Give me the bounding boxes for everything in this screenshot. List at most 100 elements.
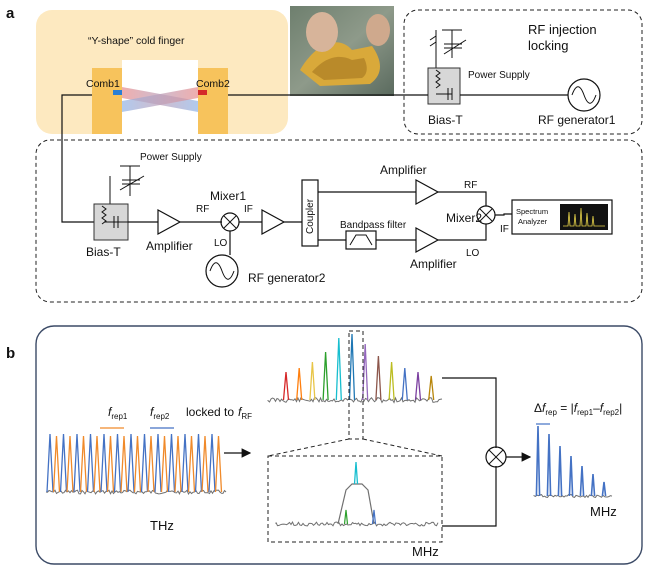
comb-line-orange: [133, 435, 142, 493]
comb-line-blue: [113, 433, 122, 493]
comb1-block: Comb1: [86, 68, 122, 134]
downconverted-comb-line: [322, 351, 329, 401]
comb-line-blue: [181, 433, 189, 493]
downconverted-comb-line: [335, 337, 342, 401]
bias-t-bottom-label: Bias-T: [86, 245, 121, 259]
panel-letter-a: a: [6, 5, 15, 22]
comb-line-blue: [140, 433, 149, 493]
mixer2-if-label: IF: [500, 224, 509, 235]
downconverted-comb-line: [428, 375, 435, 401]
comb-line-blue: [86, 433, 95, 493]
bias-t-top-label: Bias-T: [428, 113, 463, 127]
comb-line-orange: [160, 435, 169, 493]
comb1-label: Comb1: [86, 78, 120, 90]
coupler-label: Coupler: [305, 198, 316, 234]
downconverted-comb-line: [401, 367, 408, 401]
noise-floor: [275, 521, 439, 527]
thz-dual-comb-spectrum: [45, 433, 227, 496]
amplifier-1: [157, 208, 182, 236]
bias-t-top: [427, 67, 461, 105]
cold-finger-label: “Y-shape” cold finger: [88, 35, 185, 47]
panel-b-frame: [35, 325, 643, 565]
rf-injection-label-line2: locking: [528, 38, 568, 53]
zoom-marker: [348, 330, 364, 440]
spectrum-analyzer-line1: Spectrum: [516, 207, 548, 216]
comb-line-orange: [214, 435, 223, 493]
comb-line-orange: [187, 435, 196, 493]
amplifier-bottom-label: Amplifier: [410, 257, 457, 271]
comb-line-orange: [201, 435, 209, 493]
power-supply-top-label: Power Supply: [468, 70, 530, 81]
spectrum-analyzer: Spectrum Analyzer: [511, 199, 613, 235]
comb-line-orange: [79, 435, 88, 493]
thz-label: THz: [150, 518, 174, 533]
comb-line-blue: [208, 433, 216, 493]
amplifier-top-label: Amplifier: [380, 163, 427, 177]
frep2-label: frep2: [150, 405, 170, 421]
downconverted-comb-line: [309, 361, 316, 401]
zoom-box: [267, 455, 443, 543]
rf-generator2-label: RF generator2: [248, 271, 326, 285]
frf-label: fRF: [238, 405, 252, 421]
comb-line-blue: [46, 433, 54, 493]
bias-t-bottom: [93, 203, 129, 241]
zoomed-beat-note: [275, 461, 439, 527]
rf-dual-comb-spectrum: [533, 425, 613, 499]
rf-generator1: [567, 78, 601, 112]
downconverted-comb-line: [282, 371, 290, 401]
frep-annotations: frep1 frep2 locked to fRF: [100, 405, 252, 429]
locked-to-label: locked to: [186, 405, 234, 419]
noise-floor: [267, 396, 443, 404]
rf-comb-line: [557, 445, 563, 497]
rf-generator1-label: RF generator1: [538, 113, 616, 127]
comb-line-blue: [100, 433, 108, 493]
comb-line-orange: [93, 435, 101, 493]
detection-box: [35, 139, 643, 303]
downconverted-comb-line: [362, 343, 369, 401]
mixer1-if-label: IF: [244, 204, 253, 215]
mixer2-label: Mixer2: [446, 211, 482, 225]
rf-comb-line: [601, 481, 607, 497]
side-beat-line: [371, 509, 377, 525]
comb-line-blue: [59, 433, 68, 493]
bandpass-filter: [345, 230, 377, 250]
coupler: [301, 179, 319, 247]
bandpass-filter-label: Bandpass filter: [340, 220, 407, 231]
amplifier-top: [415, 178, 440, 206]
downconverted-comb-line: [388, 361, 395, 401]
rf-comb-line: [568, 455, 574, 497]
mixer1: [220, 212, 240, 232]
comb2-label: Comb2: [196, 78, 230, 90]
rf-comb-line: [546, 433, 552, 497]
frep1-label: frep1: [108, 405, 128, 421]
comb-line-blue: [73, 433, 81, 493]
mixer-b: [485, 446, 507, 468]
comb-line-blue: [167, 433, 176, 493]
mhz-right-label: MHz: [590, 504, 617, 519]
downconverted-comb-spectrum: [267, 333, 443, 404]
mixer1-label: Mixer1: [210, 189, 246, 203]
power-supply-top: [429, 29, 467, 70]
comb2-block: Comb2: [196, 68, 230, 134]
amplifier-bottom: [415, 226, 440, 254]
crossed-beams: [122, 87, 198, 112]
center-beat-line: [353, 461, 359, 485]
comb-line-orange: [52, 435, 61, 493]
device-photo: [290, 6, 394, 96]
comb-line-blue: [154, 433, 162, 493]
rf-to-mixer2-label: RF: [464, 180, 477, 191]
rf-generator2: [205, 254, 239, 288]
rf-comb-line: [590, 473, 596, 497]
filter-envelope: [337, 483, 375, 525]
mhz-zoom-label: MHz: [412, 544, 439, 559]
power-supply-bottom: [109, 165, 145, 206]
comb-line-orange: [106, 435, 115, 493]
panel-letter-b: b: [6, 345, 15, 362]
downconverted-comb-line: [414, 371, 422, 401]
amplifier-1-label: Amplifier: [146, 239, 193, 253]
spectrum-analyzer-line2: Analyzer: [518, 217, 548, 226]
downconverted-comb-line: [375, 355, 382, 401]
cold-finger-region: “Y-shape” cold finger: [36, 10, 288, 134]
comb-line-orange: [147, 435, 155, 493]
